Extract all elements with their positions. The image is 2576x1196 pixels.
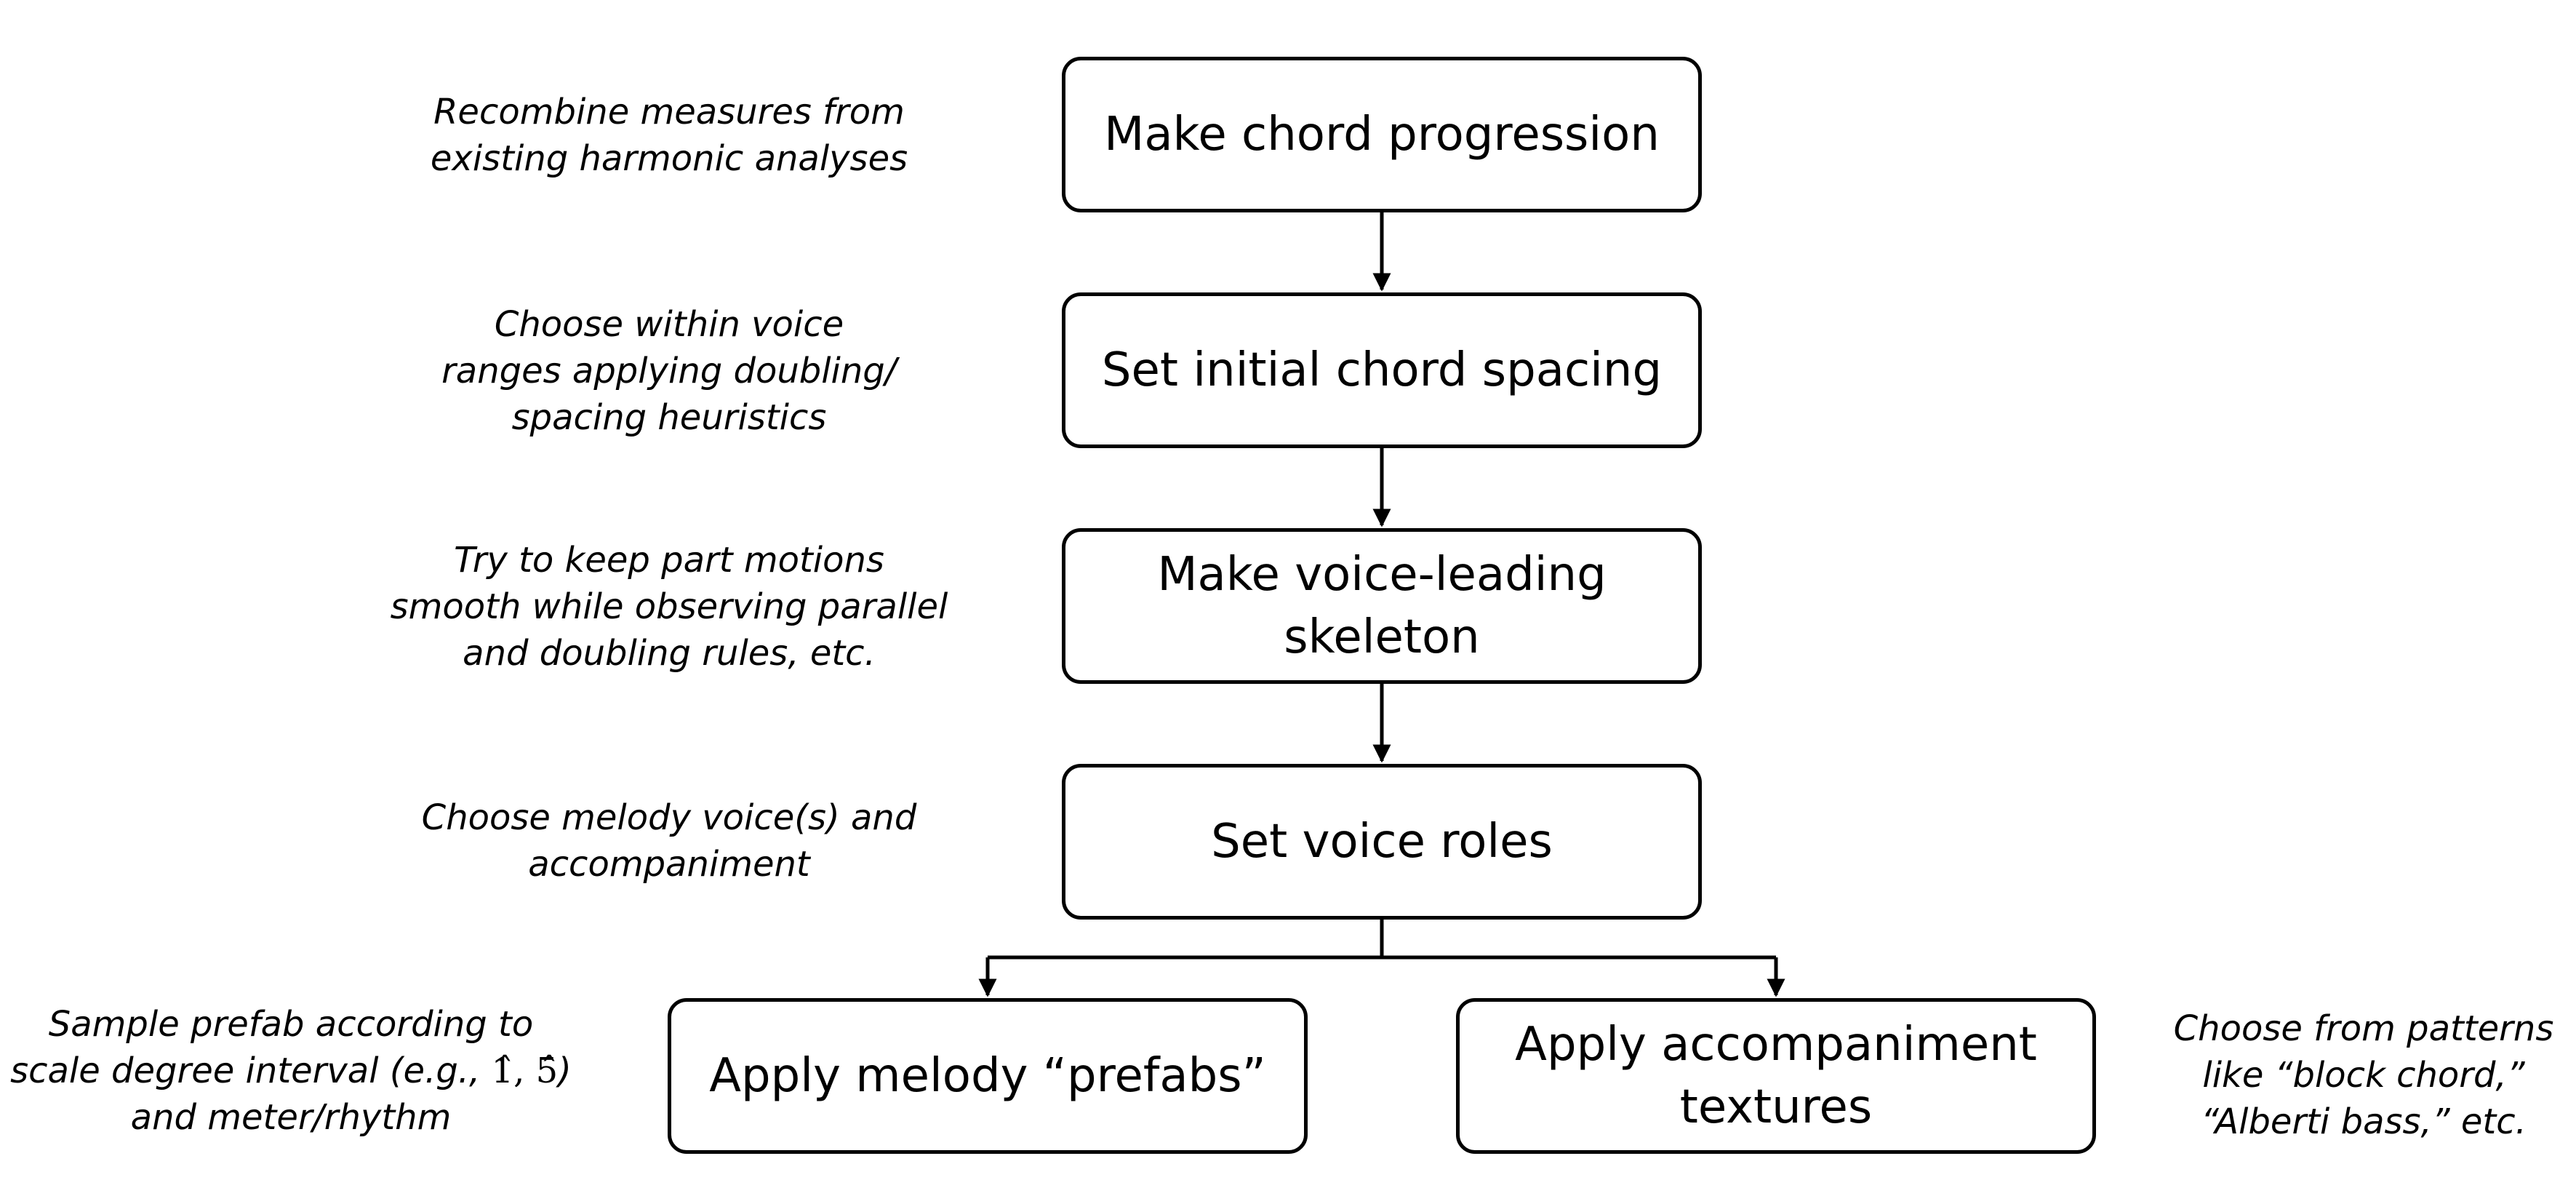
note-accompaniment-line3: “Alberti bass,” etc.	[2201, 1101, 2527, 1142]
note-chord-spacing-line2: ranges applying doubling/	[441, 351, 897, 391]
node-voice-leading-label-line1: Make voice-leading	[1157, 548, 1607, 602]
node-set-voice-roles-label: Set voice roles	[1211, 815, 1553, 869]
note-melody-prefabs-line2-prefix: scale degree interval (e.g.,	[10, 1051, 492, 1091]
note-chord-spacing-line1: Choose within voice	[494, 304, 844, 345]
note-accompaniment: Choose from patterns like “block chord,”…	[2167, 1005, 2560, 1145]
node-apply-melody-prefabs-label: Apply melody “prefabs”	[709, 1049, 1266, 1103]
node-voice-leading-label-line2: skeleton	[1284, 610, 1480, 664]
note-chord-progression-line1: Recombine measures from	[433, 92, 905, 132]
note-voice-roles: Choose melody voice(s) and accompaniment	[378, 794, 960, 888]
node-set-voice-roles: Set voice roles	[1062, 764, 1702, 920]
note-voice-roles-line2: accompaniment	[528, 844, 810, 885]
note-chord-spacing-line3: spacing heuristics	[511, 397, 827, 438]
note-melody-prefabs-line2-suffix: )	[558, 1051, 572, 1091]
node-set-initial-chord-spacing-label: Set initial chord spacing	[1101, 343, 1663, 397]
note-chord-spacing: Choose within voice ranges applying doub…	[378, 301, 960, 441]
note-voice-leading-line1: Try to keep part motions	[454, 540, 884, 581]
note-voice-leading: Try to keep part motions smooth while ob…	[364, 537, 975, 677]
node-accompaniment-label-line1: Apply accompaniment	[1515, 1018, 2037, 1072]
note-melody-prefabs-line1: Sample prefab according to	[48, 1004, 534, 1045]
note-chord-progression-line2: existing harmonic analyses	[430, 138, 908, 179]
note-melody-prefabs: Sample prefab according to scale degree …	[7, 1001, 575, 1141]
node-set-initial-chord-spacing: Set initial chord spacing	[1062, 292, 1702, 448]
scale-degree-math: 1̂, 5̂	[491, 1051, 559, 1091]
note-chord-progression: Recombine measures from existing harmoni…	[378, 89, 960, 182]
note-melody-prefabs-line3: and meter/rhythm	[130, 1097, 452, 1138]
node-make-chord-progression-label: Make chord progression	[1104, 108, 1660, 162]
note-voice-leading-line2: smooth while observing parallel	[390, 586, 948, 627]
note-voice-leading-line3: and doubling rules, etc.	[463, 633, 876, 674]
node-make-chord-progression: Make chord progression	[1062, 57, 1702, 212]
node-make-voice-leading-skeleton: Make voice-leading skeleton	[1062, 528, 1702, 684]
note-melody-prefabs-line2: scale degree interval (e.g., 1̂, 5̂)	[7, 1048, 575, 1094]
node-accompaniment-label-line2: textures	[1679, 1080, 1873, 1134]
node-apply-melody-prefabs: Apply melody “prefabs”	[668, 998, 1308, 1154]
note-accompaniment-line1: Choose from patterns	[2173, 1008, 2554, 1049]
node-apply-accompaniment-textures: Apply accompaniment textures	[1456, 998, 2096, 1154]
note-accompaniment-line2: like “block chord,”	[2202, 1055, 2525, 1096]
note-voice-roles-line1: Choose melody voice(s) and	[421, 797, 917, 838]
